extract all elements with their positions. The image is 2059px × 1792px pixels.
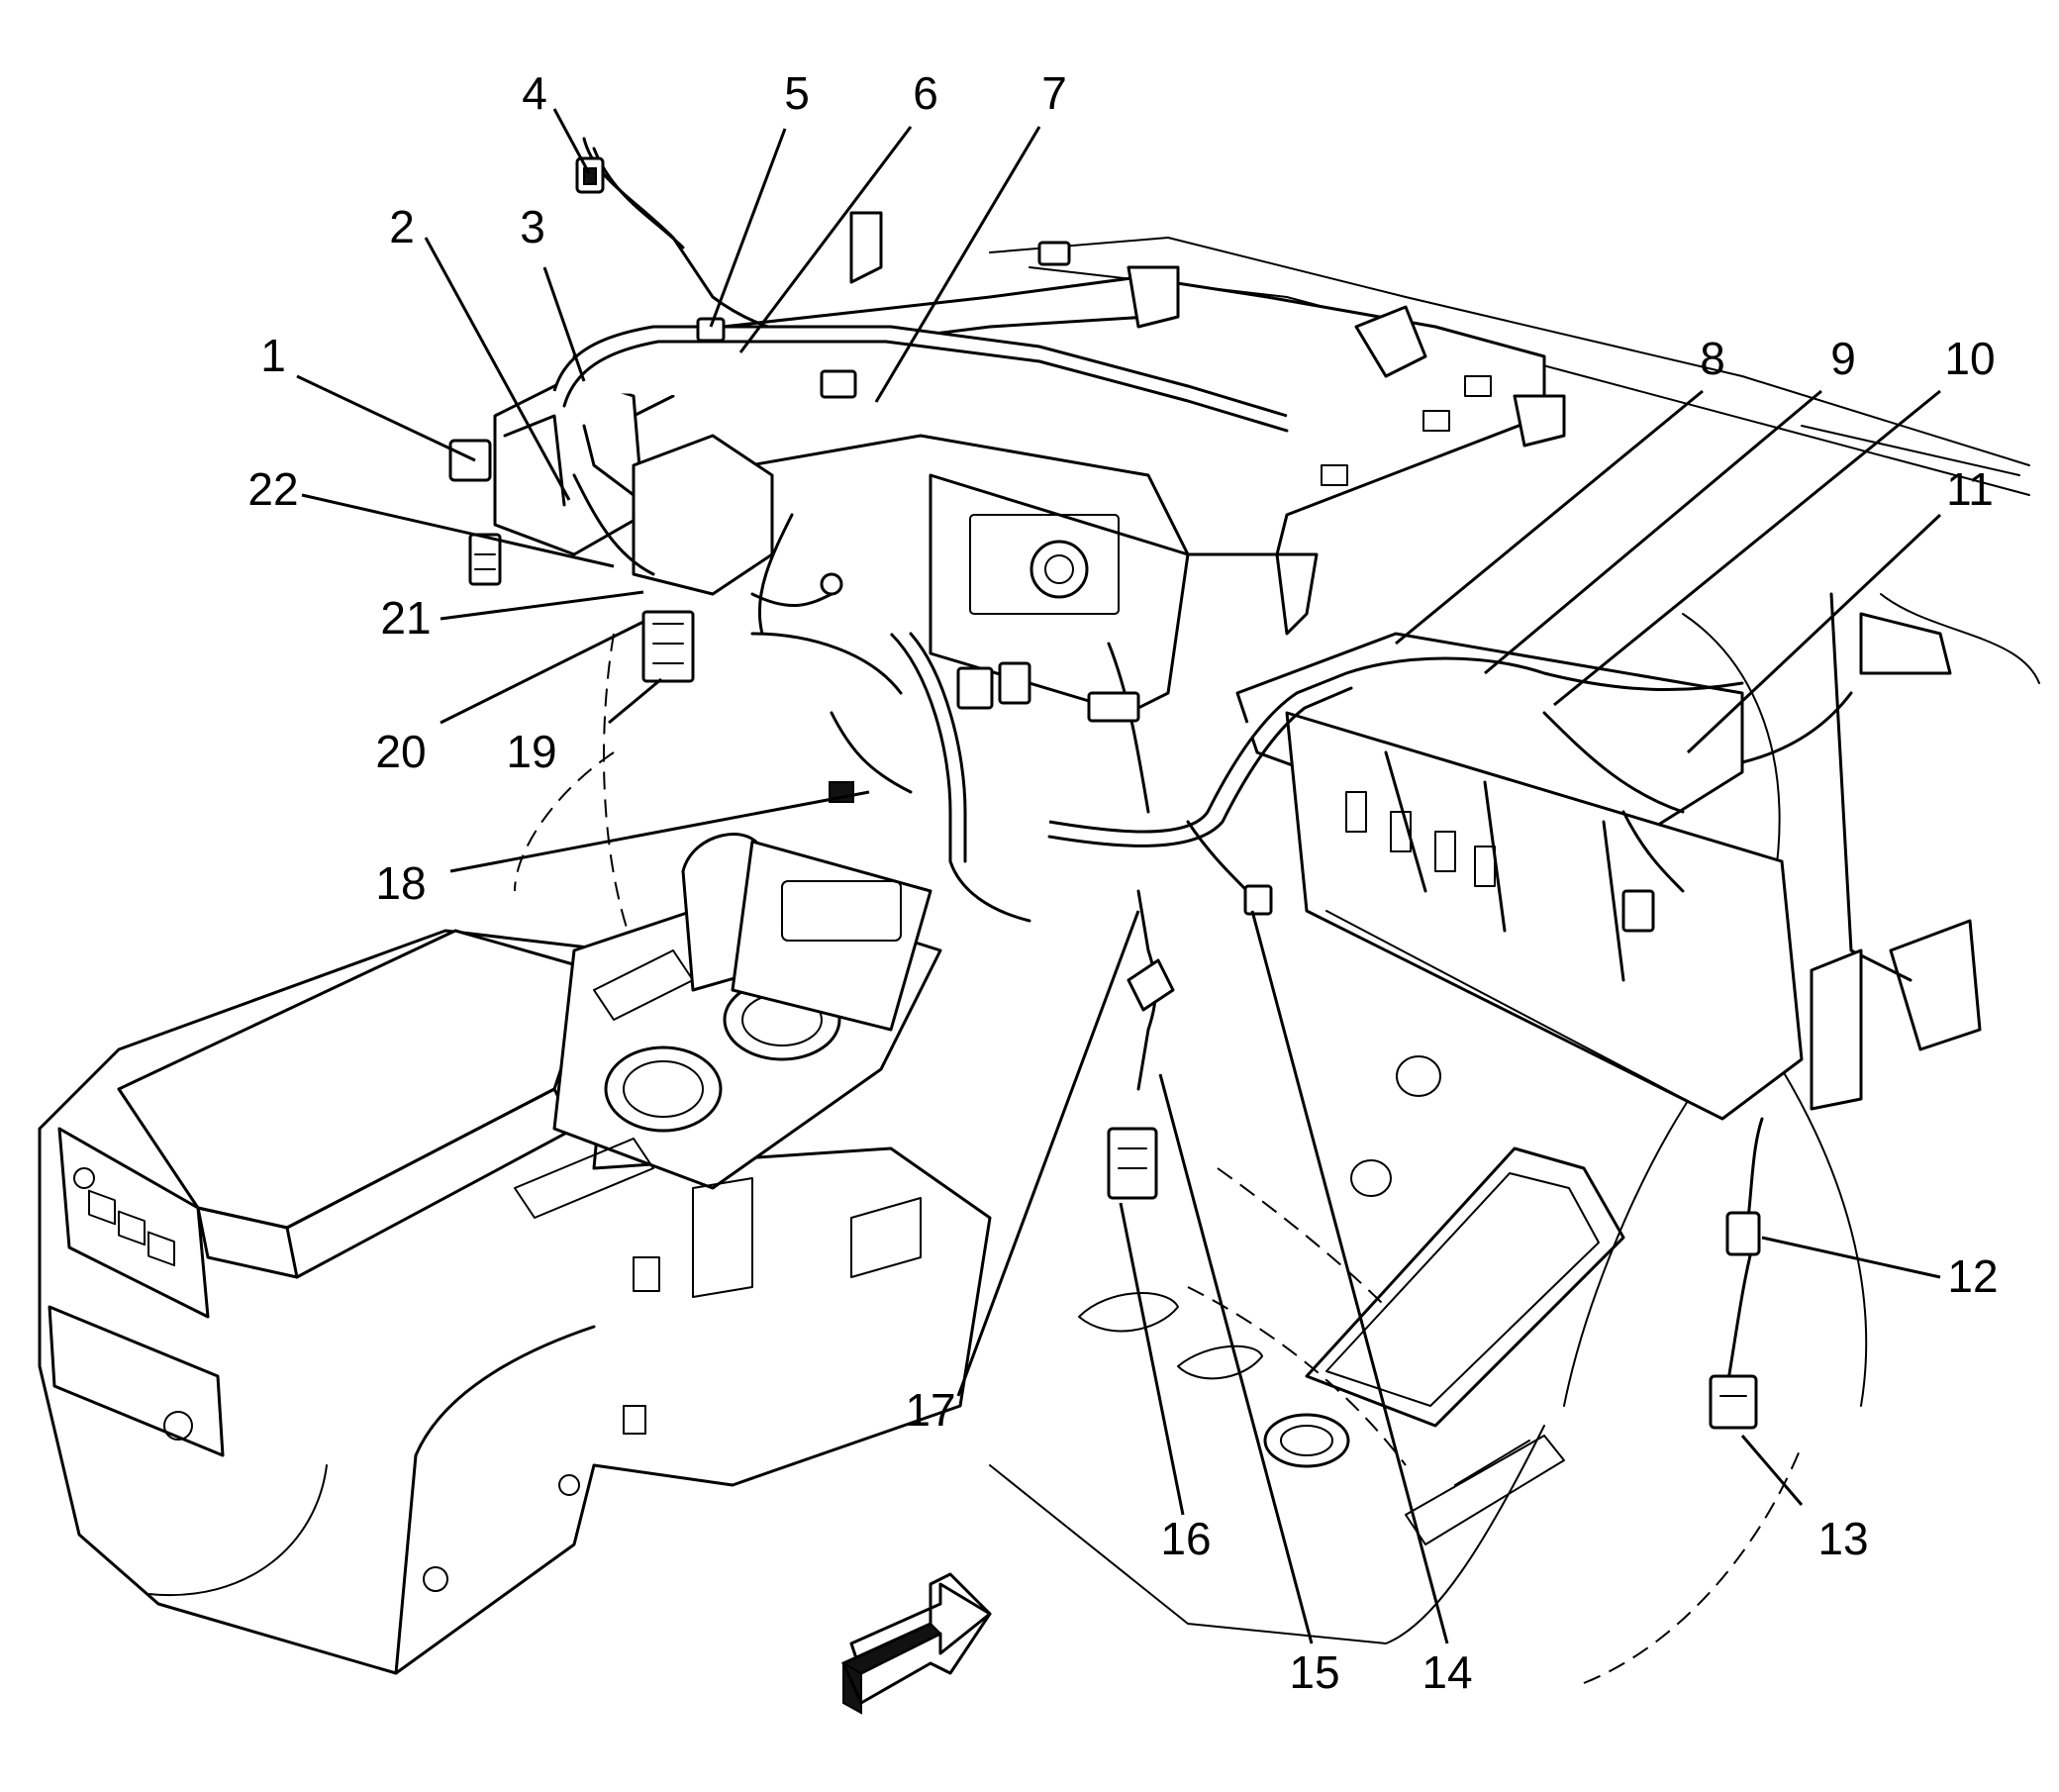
- callout-7: 7: [1041, 67, 1067, 119]
- center-console: [38, 833, 992, 1675]
- callout-leaders: [296, 108, 1942, 1644]
- callout-11: 11: [1946, 463, 1994, 515]
- leader-10: [1553, 389, 1941, 707]
- leader-9: [1484, 389, 1822, 675]
- leader-14: [1250, 910, 1449, 1644]
- callout-2: 2: [389, 201, 415, 252]
- callout-10: 10: [1944, 333, 1995, 384]
- leader-12: [1761, 1236, 1941, 1279]
- leader-19: [608, 677, 662, 725]
- leader-15: [1158, 1073, 1314, 1644]
- callout-19: 19: [506, 726, 556, 777]
- callout-17: 17: [905, 1384, 955, 1436]
- leader-16: [1119, 1202, 1185, 1516]
- callout-4: 4: [522, 67, 547, 119]
- leader-1: [296, 374, 476, 462]
- callout-15: 15: [1289, 1646, 1339, 1698]
- callout-1: 1: [260, 330, 286, 381]
- leader-6: [738, 126, 913, 353]
- callout-16: 16: [1160, 1513, 1211, 1564]
- leader-20: [440, 620, 644, 725]
- callout-3: 3: [520, 201, 545, 252]
- front-direction-arrow: [840, 1572, 992, 1715]
- callout-22: 22: [247, 463, 298, 515]
- leader-2: [424, 237, 571, 501]
- callout-13: 13: [1817, 1513, 1868, 1564]
- leader-3: [542, 266, 586, 382]
- leader-22: [301, 493, 615, 568]
- leader-8: [1395, 389, 1704, 646]
- leader-17: [956, 910, 1140, 1397]
- callout-6: 6: [913, 67, 938, 119]
- callout-5: 5: [784, 67, 810, 119]
- leader-5: [709, 128, 787, 328]
- wiring-harness: [552, 137, 1764, 1388]
- leader-13: [1740, 1435, 1804, 1506]
- callout-9: 9: [1830, 333, 1856, 384]
- callout-21: 21: [380, 592, 431, 644]
- callout-labels: 1 2 3 4 5 6 7 8 9 10 11 12 13 14 15 16 1…: [247, 67, 1998, 1698]
- callout-14: 14: [1422, 1646, 1472, 1698]
- leader-7: [874, 126, 1041, 403]
- callout-12: 12: [1947, 1250, 1998, 1302]
- callout-20: 20: [375, 726, 426, 777]
- leader-4: [552, 108, 591, 174]
- leader-11: [1686, 513, 1942, 754]
- callout-18: 18: [375, 857, 426, 909]
- callout-8: 8: [1700, 333, 1725, 384]
- leader-21: [440, 590, 644, 621]
- leader-18: [449, 790, 870, 873]
